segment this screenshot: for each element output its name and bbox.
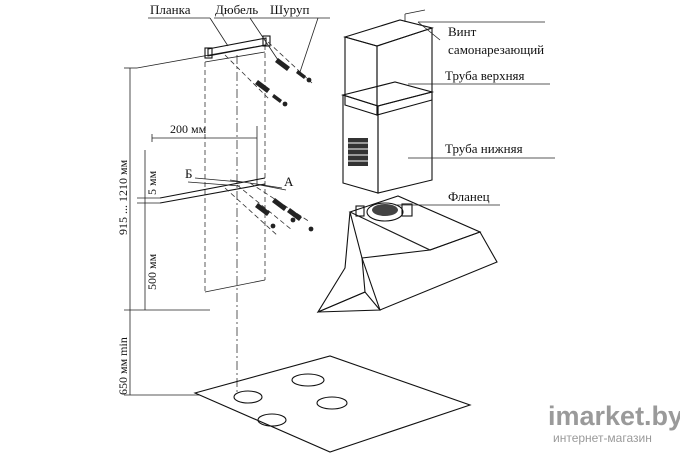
plank-fasteners — [224, 41, 313, 107]
height-range-label: 915 ... 1210 мм — [116, 159, 130, 235]
flange — [355, 202, 413, 222]
watermark: imarket.by интернет-магазин — [548, 401, 680, 445]
lower-pipe — [340, 81, 435, 194]
height-min-label: 650 мм min — [116, 337, 130, 395]
screw-type-label-1: Винт — [448, 24, 477, 39]
wall-guides — [136, 44, 266, 395]
plank-label: Планка — [150, 2, 191, 17]
bracket-screw-icon — [270, 217, 314, 232]
dimension-text: 200 мм 5 мм 915 ... 1210 мм 500 мм 650 м… — [116, 122, 207, 395]
screw-label: Шуруп — [270, 2, 309, 17]
hood-body — [316, 195, 498, 314]
dowel-icon — [255, 58, 290, 93]
dowel-label: Дюбель — [215, 2, 258, 17]
dimension-lines — [124, 67, 210, 396]
bracket-dowel-icon — [255, 198, 302, 221]
mounting-plank — [204, 35, 271, 59]
cooktop — [193, 355, 472, 453]
labels: Планка Дюбель Шуруп Винт самонарезающий … — [150, 2, 544, 204]
watermark-tagline: интернет-магазин — [553, 431, 652, 445]
point-b-label: Б — [185, 166, 192, 181]
lower-pipe-label: Труба нижняя — [445, 141, 523, 156]
leader-lines — [148, 17, 555, 206]
upper-pipe-label: Труба верхняя — [445, 68, 525, 83]
height-500-label: 500 мм — [145, 253, 159, 290]
vent-grille-icon — [348, 138, 368, 166]
flange-label: Фланец — [448, 189, 490, 204]
watermark-brand: imarket.by — [548, 401, 680, 431]
screw-icon — [272, 70, 312, 107]
width-200-label: 200 мм — [170, 122, 207, 136]
bracket-area — [151, 126, 314, 237]
gap-5-label: 5 мм — [145, 170, 159, 195]
point-a-label: А — [284, 174, 294, 189]
screw-type-label-2: самонарезающий — [448, 42, 544, 57]
